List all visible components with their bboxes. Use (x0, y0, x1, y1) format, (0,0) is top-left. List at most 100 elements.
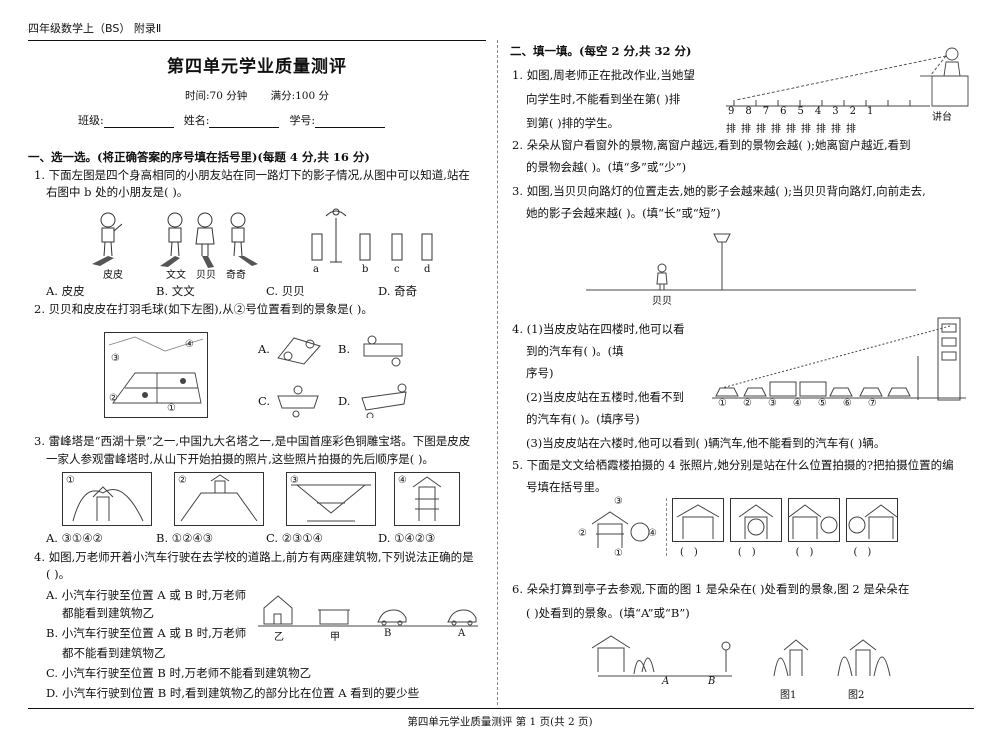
q3-photo-4: ④ (394, 472, 460, 526)
q4-text-line2: ( )。 (46, 567, 71, 581)
s2q4-text-line5: 的汽车有( )。(填序号) (526, 412, 640, 426)
slot-label-a: a (313, 264, 319, 275)
q3-text-line2: 一家人参观雷峰塔时,从山下开始拍摄的照片,这些照片拍摄的先后顺序是( )。 (46, 452, 434, 466)
class-field[interactable] (103, 116, 174, 128)
q2-option-a-image (277, 337, 321, 365)
car-position-a: A (458, 628, 466, 639)
name-field[interactable] (209, 116, 280, 128)
s2q1-classroom-figure (726, 47, 969, 107)
column-divider (497, 40, 498, 705)
q1-text-line1: 1. 下面左图是四个身高相同的小朋友站在同一路灯下的影子情况,从图中可以知道,站… (34, 168, 470, 182)
building-label-yi: 乙 (274, 632, 284, 643)
q3-photo-2: ② (174, 472, 264, 526)
court-pos-3: ③ (111, 353, 120, 364)
section1-heading: 一、选一选。(将正确答案的序号填在括号里)(每题 4 分,共 16 分) (28, 150, 370, 164)
q4-option-b-line2: 都不能看到建筑物乙 (62, 646, 166, 660)
q4-road-figure (258, 595, 478, 627)
shot-pos-2: ② (578, 528, 587, 539)
car-position-b: B (384, 628, 392, 639)
q2-option-b[interactable]: B. (338, 342, 351, 356)
page-title: 第四单元学业质量测评 (167, 57, 347, 77)
q2-option-b-image (363, 335, 403, 367)
q5-separator (666, 498, 667, 556)
s2q5-photo-3 (788, 498, 840, 542)
q3-photo-3: ③ (286, 472, 376, 526)
q5-answer-brackets[interactable]: ( )( )( )( ) (680, 547, 872, 558)
s2q4-text-line2: 到的汽车有( )。(填 (526, 344, 624, 358)
q4-option-c[interactable]: C. 小汽车行驶至位置 B 时,万老师不能看到建筑物乙 (46, 666, 312, 680)
s2q5-text-line1: 5. 下面是文文给栖霞楼拍摄的 4 张照片,她分别是站在什么位置拍摄的?把拍摄位… (512, 458, 954, 472)
q4-option-d[interactable]: D. 小汽车行驶到位置 B 时,看到建筑物乙的部分比在位置 A 看到的要少些 (46, 686, 420, 700)
q3-option-a[interactable]: A. ③①④② (46, 531, 103, 545)
class-label: 班级: (78, 114, 104, 127)
q2-court-figure: ② ① ③ ④ (104, 332, 208, 418)
s2q6-image-2 (837, 639, 891, 677)
s2q3-lamp-figure (586, 233, 916, 291)
header-rule (28, 40, 486, 41)
shot-pos-1: ① (614, 548, 623, 559)
section2-heading: 二、填一填。(每空 2 分,共 32 分) (510, 44, 692, 58)
s2q1-text-line1: 1. 如图,周老师正在批改作业,当她望 (512, 68, 695, 82)
s2q5-photo-1 (672, 498, 724, 542)
s2q4-text-line6: (3)当皮皮站在六楼时,他可以看到( )辆汽车,他不能看到的汽车有( )辆。 (526, 436, 886, 450)
kid-label-wenwen: 文文 (166, 270, 186, 281)
q3-option-b[interactable]: B. ①②④③ (156, 531, 214, 545)
q1-text-line2: 右图中 b 处的小朋友是( )。 (46, 185, 189, 199)
name-label: 姓名: (183, 114, 210, 127)
footer-rule (28, 708, 974, 709)
q3-photo-1: ① (62, 472, 152, 526)
q2-option-d-image (361, 383, 407, 418)
s2q2-text-line2: 的景物会越( )。(填“多”或“少”) (526, 160, 687, 174)
q3-option-c[interactable]: C. ②③①④ (266, 531, 323, 545)
q2-option-d[interactable]: D. (338, 394, 351, 408)
girl-label-beibei: 贝贝 (652, 296, 672, 307)
court-pos-4: ④ (185, 339, 194, 350)
book-tag: 四年级数学上（BS） 附录Ⅱ (28, 22, 162, 35)
page-footer: 第四单元学业质量测评 第 1 页(共 2 页) (407, 716, 593, 728)
q1-kids-figure (92, 212, 258, 268)
q4-text-line1: 4. 如图,万老师开着小汽车行驶在去学校的道路上,前方有两座建筑物,下列说法正确… (34, 550, 474, 564)
court-pos-2: ② (109, 393, 118, 404)
q3-text-line1: 3. 雷峰塔是“西湖十景”之一,中国九大名塔之一,是中国首座彩色铜雕宝塔。下图是… (34, 434, 471, 448)
podium-label: 讲台 (932, 112, 952, 123)
q4-option-a-line1[interactable]: A. 小汽车行驶至位置 A 或 B 时,万老师 (46, 588, 247, 602)
s2q5-photo-4 (846, 498, 898, 542)
s2q4-text-line4: (2)当皮皮站在五楼时,他看不到 (526, 390, 684, 404)
time-limit: 时间:70 分钟 (184, 90, 248, 102)
q2-text-line1: 2. 贝贝和皮皮在打羽毛球(如下左图),从②号位置看到的景象是( )。 (34, 302, 373, 316)
exam-meta: 时间:70 分钟 满分:100 分 (28, 88, 486, 103)
q2-option-c[interactable]: C. (258, 394, 271, 408)
kid-label-qiqi: 奇奇 (226, 270, 246, 281)
q3-option-d[interactable]: D. ①④②③ (378, 531, 436, 545)
slot-label-b: b (362, 264, 369, 275)
s2q1-text-line3: 到第( )排的学生。 (526, 116, 620, 130)
q4-option-b-line1[interactable]: B. 小汽车行驶至位置 A 或 B 时,万老师 (46, 626, 247, 640)
s2q4-text-line3: 序号) (526, 366, 554, 380)
s2q5-text-line2: 号填在括号里。 (526, 480, 607, 494)
shot-pos-3: ③ (614, 496, 623, 507)
q2-option-a[interactable]: A. (258, 342, 270, 356)
id-field[interactable] (315, 116, 386, 128)
s2q3-text-line2: 她的影子会越来越( )。(填“长”或“短”) (526, 206, 721, 220)
s2q2-text-line1: 2. 朵朵从窗户看窗外的景物,离窗户越远,看到的景物会越( );她离窗户越近,看… (512, 138, 911, 152)
student-info: 班级: 姓名: 学号: (78, 112, 438, 128)
figure-2-label: 图2 (848, 690, 865, 701)
path-label-b: B (708, 676, 716, 687)
q1-option-c[interactable]: C. 贝贝 (266, 284, 305, 298)
shot-pos-4: ④ (648, 528, 657, 539)
slot-label-c: c (394, 264, 400, 275)
s2q6-text-line1: 6. 朵朵打算到亭子去参观,下面的图 1 是朵朵在( )处看到的景象,图 2 是… (512, 582, 910, 596)
q1-option-a[interactable]: A. 皮皮 (46, 284, 85, 298)
s2q5-photo-2 (730, 498, 782, 542)
q1-option-b[interactable]: B. 文文 (156, 284, 195, 298)
s2q4-building-figure (712, 317, 966, 401)
s2q3-text-line1: 3. 如图,当贝贝向路灯的位置走去,她的影子会越来越( );当贝贝背向路灯,向前… (512, 184, 926, 198)
kid-label-beibei: 贝贝 (196, 270, 216, 281)
s2q6-path-figure (592, 635, 732, 677)
row-word-list: 排排排 排排排 排排排 (726, 124, 856, 135)
id-label: 学号: (289, 114, 316, 127)
s2q5-tower-figure (591, 511, 650, 548)
q1-option-d[interactable]: D. 奇奇 (378, 284, 418, 298)
